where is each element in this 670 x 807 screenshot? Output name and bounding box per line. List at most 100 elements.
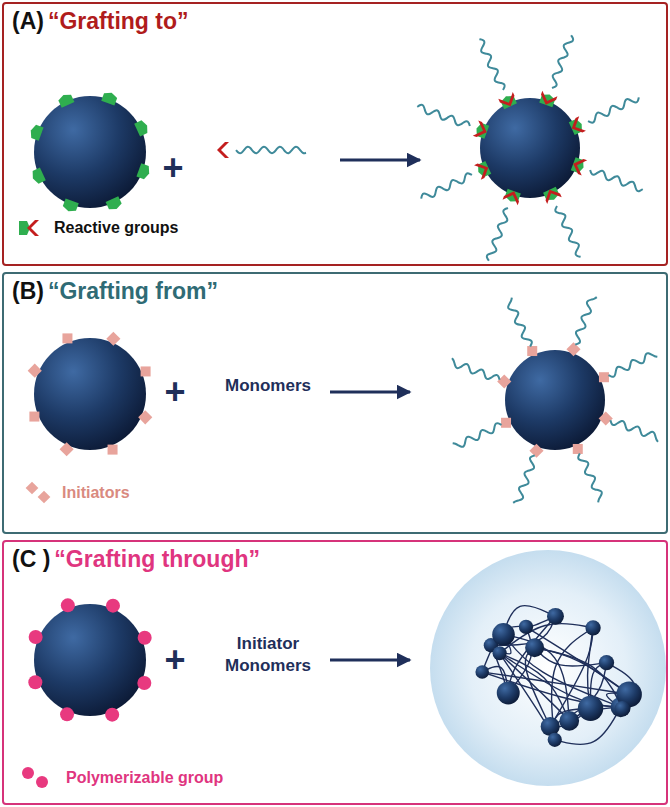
polymer-chain [513, 455, 535, 502]
polymer-chain [479, 39, 504, 90]
polymerizable-group [106, 599, 120, 613]
initiator [106, 332, 120, 346]
panel-heading: (A)“Grafting to” [12, 8, 188, 35]
reactive-group [62, 198, 79, 213]
reactive-group [27, 220, 39, 236]
initiator [141, 366, 151, 376]
polymer-chain [421, 173, 472, 198]
nanoparticle [548, 733, 562, 747]
nanoparticle [578, 696, 603, 721]
nanoparticle [493, 646, 507, 660]
reagent-label: Monomers [225, 375, 311, 397]
initiator [26, 482, 39, 495]
initiator [38, 491, 51, 504]
polymer-chain [590, 170, 643, 191]
polymer-chain [575, 297, 597, 344]
polymer-chain [578, 453, 602, 502]
reactive-group [568, 116, 586, 136]
reactive-group [101, 90, 118, 105]
polymer-network [508, 616, 555, 693]
nanoparticle [559, 711, 579, 731]
nanoparticle [599, 655, 614, 670]
initiator [501, 418, 511, 428]
reactive-group [57, 92, 74, 108]
polymer-network [491, 616, 556, 645]
nanoparticle [585, 620, 600, 635]
polymerizable-group [105, 708, 119, 722]
reactive-group [473, 121, 490, 140]
panel-heading: (C )“Grafting through” [12, 546, 260, 573]
panel-heading: (B)“Grafting from” [12, 278, 218, 305]
nanoparticle [475, 665, 489, 679]
polymer-network [526, 627, 629, 695]
nanoparticle [34, 338, 146, 450]
legend-text: Reactive groups [54, 219, 178, 237]
panel-title: “Grafting to” [48, 8, 189, 35]
polymerizable-group [22, 767, 34, 779]
polymer-chain [552, 35, 573, 88]
reactive-group [28, 124, 43, 141]
polymerizable-group [61, 598, 75, 612]
initiator [108, 445, 118, 455]
reactive-group [503, 188, 522, 205]
polymerizable-group [28, 675, 42, 689]
plus-sign: + [162, 145, 183, 192]
reactive-group [217, 142, 229, 158]
nanoparticle [492, 623, 515, 646]
initiator [138, 410, 152, 424]
nanoparticle [519, 620, 533, 634]
reactive-group [134, 119, 150, 136]
initiator [62, 333, 72, 343]
polymerizable-group [137, 676, 151, 690]
polymer-chain [487, 208, 508, 261]
nanoparticle [34, 96, 146, 208]
nanoparticle [497, 681, 520, 704]
reactive-group [474, 160, 492, 180]
reaction-arrow [340, 159, 420, 162]
polymer-chain [452, 358, 499, 380]
reaction-arrow [330, 391, 410, 394]
reactive-group [30, 168, 46, 185]
reactive-group [542, 186, 562, 204]
polymer-chain [555, 206, 580, 257]
reactive-group [498, 92, 518, 110]
reactive-group [570, 156, 587, 175]
nanoparticle [615, 701, 630, 716]
panel-title: “Grafting from” [48, 278, 218, 305]
nanoparticle [34, 604, 146, 716]
panel-title: “Grafting through” [54, 546, 260, 573]
nanoparticle [525, 638, 544, 657]
reaction-arrow [330, 659, 410, 662]
nanoparticle [547, 608, 564, 625]
nanoparticle [505, 350, 605, 450]
polymer-network [550, 663, 606, 727]
polymerizable-group [138, 631, 152, 645]
initiator [527, 346, 537, 356]
panel-letter: (A) [12, 8, 44, 35]
legend-text: Polymerizable group [66, 769, 223, 787]
polymer-network [503, 634, 620, 707]
polymer-chain [610, 420, 657, 442]
initiator [29, 412, 39, 422]
panel-letter: (B) [12, 278, 44, 305]
reactive-group [538, 91, 557, 108]
polymer-chain [417, 105, 470, 126]
legend-text: Initiators [62, 484, 130, 502]
reagent-label: Initiator Monomers [213, 633, 323, 677]
polymer-chain [588, 97, 639, 122]
panel-letter: (C ) [12, 546, 50, 573]
reactive-group [136, 163, 151, 180]
initiator [573, 444, 583, 454]
polymer-chain [608, 353, 657, 377]
polymerizable-group [60, 707, 74, 721]
nanocomposite-gel [430, 550, 666, 786]
polymerizable-group [29, 630, 43, 644]
plus-sign: + [164, 637, 185, 684]
nanoparticle [480, 98, 580, 198]
polymer-network [491, 645, 569, 721]
polymer-chain [236, 147, 306, 153]
polymer-chain [453, 423, 502, 447]
initiator [599, 372, 609, 382]
initiator [60, 442, 74, 456]
initiator [28, 364, 42, 378]
